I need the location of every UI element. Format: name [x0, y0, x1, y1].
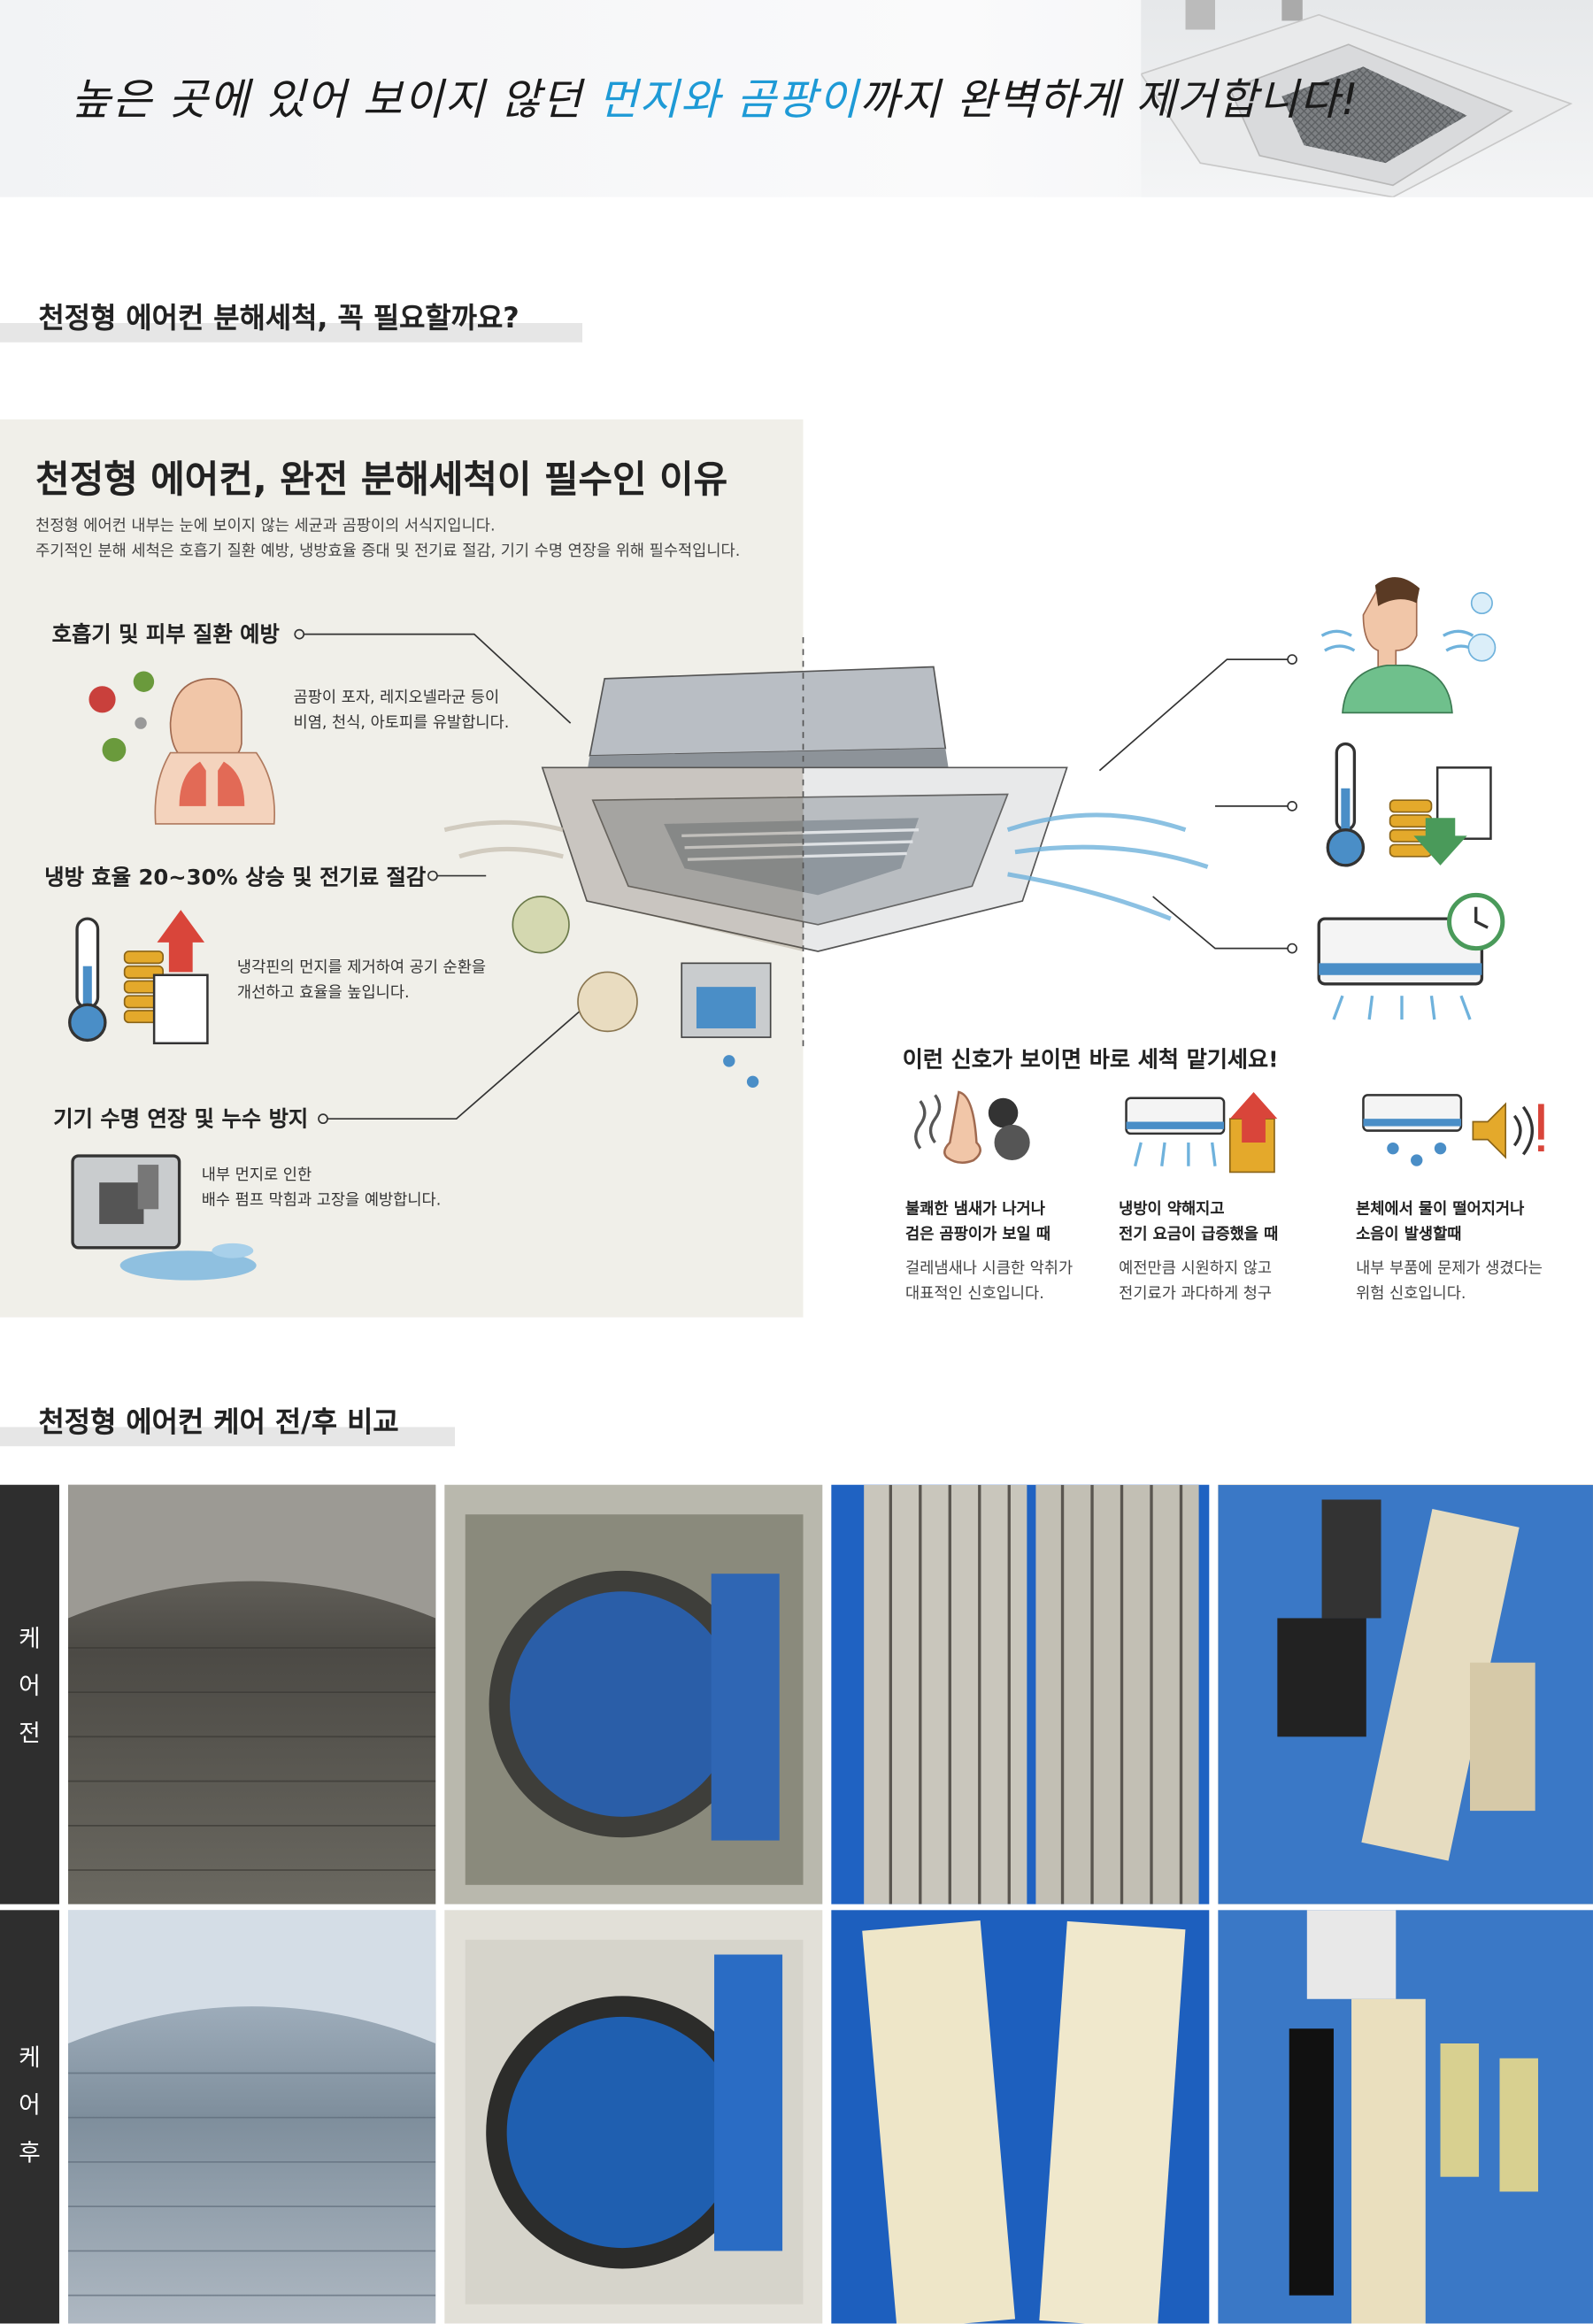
- section-title-1: 천정형 에어컨 분해세척, 꼭 필요할까요?: [38, 302, 519, 335]
- before-photo-fan-housing: [444, 1484, 823, 1905]
- hero-headline: 높은 곳에 있어 보이지 않던 먼지와 곰팡이까지 완벽하게 제거합니다!: [71, 73, 1360, 125]
- signals-title: 이런 신호가 보이면 바로 세척 맡기세요!: [902, 1046, 1279, 1074]
- signal-1-desc-a: 걸레냄새나 시큼한 악취가: [905, 1259, 1074, 1278]
- before-label-char-1: 케: [19, 1624, 41, 1652]
- panel-intro-1: 천정형 에어컨 내부는 눈에 보이지 않는 세균과 곰팡이의 서식지입니다.: [35, 517, 496, 535]
- after-photo-blower: [831, 1910, 1210, 2324]
- section-title-2: 천정형 에어컨 케어 전/후 비교: [38, 1406, 399, 1439]
- ceiling-ac-photo: [1139, 0, 1593, 198]
- benefit-title-3: 기기 수명 연장 및 누수 방지: [53, 1108, 309, 1133]
- before-photo-coil: [68, 1484, 436, 1905]
- thermometer-coins-icon: [62, 907, 225, 1058]
- before-label-char-2: 어: [19, 1671, 41, 1700]
- ac-bill-up-icon: [1123, 1089, 1286, 1184]
- benefit-title-2: 냉방 효율 20~30% 상승 및 전기료 절감: [44, 866, 427, 891]
- signal-3-desc-b: 위험 신호입니다.: [1356, 1284, 1466, 1303]
- drain-pump-icon: [70, 1144, 263, 1292]
- after-label-bar: 케 어 후: [0, 1910, 59, 2324]
- fresh-air-person-icon: [1319, 571, 1512, 725]
- before-photo-blower: [831, 1484, 1210, 1905]
- after-label-char-2: 어: [19, 2090, 41, 2120]
- benefit-desc-2b: 개선하고 효율을 높입니다.: [236, 983, 410, 1002]
- signal-2-head-b: 전기 요금이 급증했을 때: [1119, 1225, 1279, 1243]
- before-label-char-3: 전: [19, 1719, 41, 1748]
- panel-intro-2: 주기적인 분해 세척은 호흡기 질환 예방, 냉방효율 증대 및 전기료 절감,…: [35, 542, 741, 560]
- signal-2-head-a: 냉방이 약해지고: [1119, 1200, 1225, 1219]
- signal-3-head-a: 본체에서 물이 떨어지거나: [1356, 1200, 1525, 1219]
- benefit-desc-3b: 배수 펌프 막힘과 고장을 예방합니다.: [201, 1191, 442, 1210]
- after-label-char-3: 후: [19, 2138, 41, 2166]
- benefit-desc-2a: 냉각핀의 먼지를 제거하여 공기 순환을: [236, 958, 487, 977]
- benefit-desc-1b: 비염, 천식, 아토피를 유발합니다.: [293, 714, 510, 733]
- before-label-bar: 케 어 전: [0, 1484, 59, 1905]
- section-underline: [0, 323, 583, 342]
- signal-1-desc-b: 대표적인 신호입니다.: [905, 1284, 1044, 1303]
- section-underline-2: [0, 1427, 456, 1447]
- after-photo-parts: [1218, 1910, 1593, 2324]
- signal-3-head-b: 소음이 발생할때: [1356, 1225, 1462, 1243]
- signal-2-desc-a: 예전만큼 시원하지 않고: [1119, 1259, 1273, 1278]
- after-photo-coil: [68, 1910, 436, 2324]
- after-label-char-1: 케: [19, 2043, 41, 2072]
- ac-unit-timer-icon: [1313, 889, 1512, 1032]
- nose-mold-icon: [908, 1089, 1042, 1184]
- before-photo-parts: [1218, 1484, 1593, 1905]
- benefit-desc-3a: 내부 먼지로 인한: [201, 1166, 312, 1184]
- signal-2-desc-b: 전기료가 과다하게 청구: [1119, 1284, 1273, 1303]
- signal-3-desc-a: 내부 부품에 문제가 생겼다는: [1356, 1259, 1543, 1278]
- ac-diagram: [266, 608, 1593, 1201]
- signal-1-head-b: 검은 곰팡이가 보일 때: [905, 1225, 1050, 1243]
- benefit-desc-1a: 곰팡이 포자, 레지오넬라균 등이: [293, 689, 500, 707]
- signal-1-head-a: 불쾌한 냄새가 나거나: [905, 1200, 1045, 1219]
- after-photo-fan-housing: [444, 1910, 823, 2324]
- panel-title: 천정형 에어컨, 완전 분해세척이 필수인 이유: [35, 458, 728, 501]
- benefit-title-1: 호흡기 및 피부 질환 예방: [51, 623, 280, 648]
- thermo-coin-doc-icon: [1319, 741, 1512, 880]
- respiratory-icon: [81, 664, 289, 833]
- ac-leak-noise-icon: [1358, 1089, 1551, 1184]
